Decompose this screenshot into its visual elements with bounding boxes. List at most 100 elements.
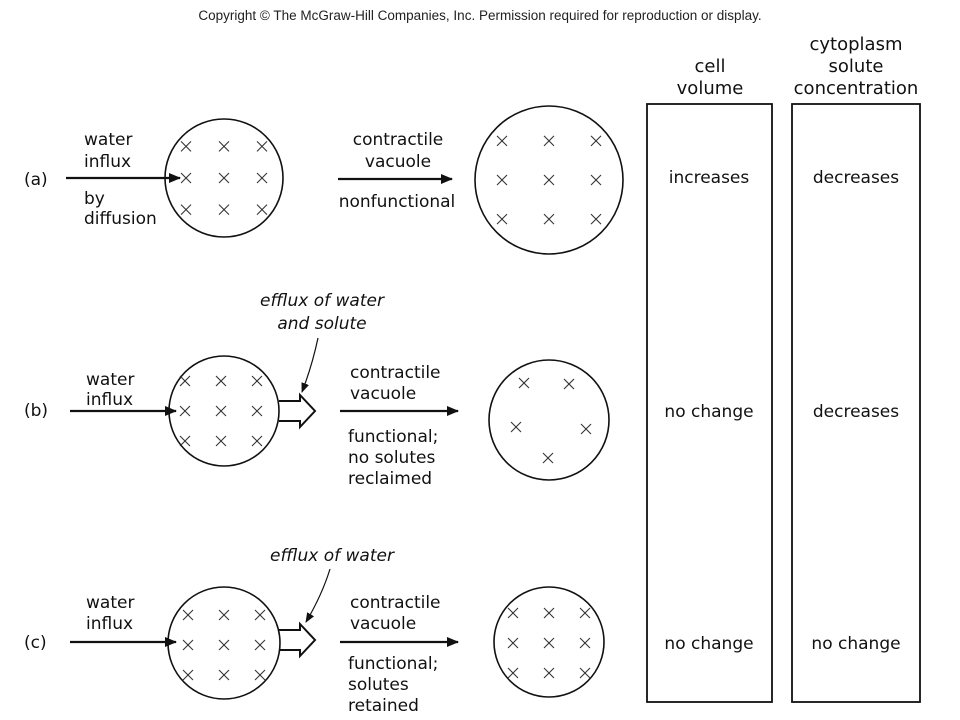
influx-label-line: water	[84, 130, 132, 150]
efflux-arrow	[279, 392, 317, 430]
solute-mark	[180, 140, 192, 152]
solute-mark	[579, 607, 591, 619]
influx-label-line: influx	[86, 614, 133, 634]
vacuole-status-line: solutes	[348, 675, 409, 695]
solute-mark	[518, 377, 530, 389]
solute-mark	[543, 213, 555, 225]
efflux-callout-line: efflux of water	[260, 291, 385, 311]
solutes-before	[180, 140, 268, 216]
solute-concentration-column-box	[791, 103, 921, 703]
solute-mark	[215, 375, 227, 387]
vacuole-label-line: vacuole	[365, 152, 431, 172]
solute-mark	[215, 435, 227, 447]
solute-mark	[218, 669, 230, 681]
copyright-text: Copyright © The McGraw-Hill Companies, I…	[198, 8, 761, 23]
solute-mark	[254, 639, 266, 651]
row-label: (c)	[24, 633, 47, 653]
solute-mark	[179, 375, 191, 387]
cell-volume-column-box	[646, 103, 773, 703]
vacuole-label-line: contractile	[350, 593, 441, 613]
solute-mark	[218, 204, 230, 216]
solute-mark	[543, 637, 555, 649]
solute-mark	[182, 639, 194, 651]
cell-volume-header-line: cell	[695, 56, 726, 77]
solute-mark	[180, 172, 192, 184]
solute-mark	[507, 637, 519, 649]
efflux-callout-line: efflux of water	[270, 546, 395, 566]
solute-mark	[507, 667, 519, 679]
solute-mark	[496, 174, 508, 186]
vacuole-status-line: functional;	[348, 654, 438, 674]
solute-concentration-header-line: cytoplasm	[810, 34, 903, 55]
influx-label-line: influx	[86, 390, 133, 410]
vacuole-status-line: reclaimed	[348, 469, 432, 489]
solute-mark	[218, 172, 230, 184]
solute-concentration-value: no change	[811, 634, 900, 654]
solute-concentration-header: cytoplasm solute concentration	[794, 34, 919, 99]
efflux-arrow	[279, 621, 317, 659]
solute-concentration-value: decreases	[813, 402, 899, 422]
solute-mark	[251, 435, 263, 447]
solute-mark	[218, 140, 230, 152]
vacuole-status-line: retained	[348, 696, 419, 716]
solutes-after	[507, 607, 591, 679]
solute-mark	[579, 637, 591, 649]
solute-mark	[590, 135, 602, 147]
cell-volume-header-line: volume	[677, 78, 744, 99]
vacuole-status-line: no solutes	[348, 448, 435, 468]
solute-mark	[180, 204, 192, 216]
callout-pointer	[301, 337, 319, 393]
solute-mark	[179, 405, 191, 417]
influx-label-line: water	[86, 593, 134, 613]
cell-after	[474, 105, 624, 255]
solute-mark	[251, 375, 263, 387]
vacuole-label-line: contractile	[350, 363, 441, 383]
solute-mark	[543, 667, 555, 679]
solutes-after	[510, 377, 592, 464]
solute-mark	[579, 667, 591, 679]
influx-subtext-line: diffusion	[84, 209, 157, 229]
callout-pointer	[305, 568, 331, 623]
solute-mark	[590, 213, 602, 225]
solute-mark	[542, 452, 554, 464]
solute-mark	[496, 135, 508, 147]
cell-volume-value: no change	[664, 402, 753, 422]
influx-label-line: water	[86, 370, 134, 390]
vacuole-label-line: vacuole	[350, 614, 416, 634]
cell-before	[167, 586, 281, 700]
influx-label-line: influx	[84, 152, 131, 172]
solute-mark	[254, 609, 266, 621]
solute-mark	[590, 174, 602, 186]
vacuole-status-line: functional;	[348, 427, 438, 447]
cell-volume-value: no change	[664, 634, 753, 654]
row-c: (c) water influx efflux of water contrac…	[24, 546, 901, 716]
solute-mark	[496, 213, 508, 225]
solute-mark	[510, 421, 522, 433]
solute-concentration-header-line: concentration	[794, 78, 919, 99]
solute-mark	[256, 204, 268, 216]
row-label: (b)	[24, 401, 48, 421]
solute-mark	[507, 607, 519, 619]
solute-mark	[543, 607, 555, 619]
cell-before	[168, 355, 280, 467]
cell-volume-header: cell volume	[677, 56, 744, 99]
solutes-before	[182, 609, 266, 681]
influx-subtext-line: by	[84, 189, 105, 209]
cell-after	[493, 586, 605, 698]
cell-after	[488, 359, 610, 481]
row-label: (a)	[24, 170, 48, 190]
row-b: (b) water influx efflux of water and sol…	[24, 291, 899, 489]
cell-before	[164, 118, 284, 238]
solute-mark	[218, 609, 230, 621]
solute-mark	[256, 172, 268, 184]
solute-mark	[215, 405, 227, 417]
cell-volume-value: increases	[669, 168, 750, 188]
solute-concentration-value: decreases	[813, 168, 899, 188]
vacuole-label-line: vacuole	[350, 384, 416, 404]
row-a: (a) water influx by diffusion contractil…	[24, 105, 899, 255]
efflux-callout-line: and solute	[277, 314, 366, 334]
solutes-before	[179, 375, 263, 447]
solute-mark	[251, 405, 263, 417]
solute-mark	[218, 639, 230, 651]
